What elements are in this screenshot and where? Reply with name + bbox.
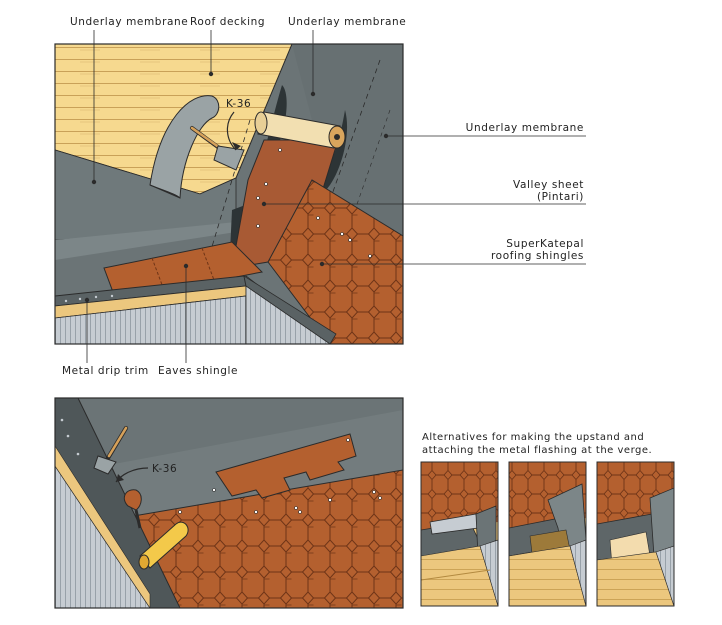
label-underlay-membrane-top: Underlay membrane [288, 16, 407, 28]
label-eaves-shingle: Eaves shingle [158, 365, 239, 377]
label-roof-decking: Roof decking [190, 16, 266, 28]
label-underlay-membrane-left: Underlay membrane [70, 16, 189, 28]
label-superkatepal: SuperKatepal [506, 238, 584, 250]
caption-alternatives-line1: Alternatives for making the upstand and [422, 432, 645, 443]
bottom-roller-tool [138, 521, 189, 570]
caption-alternatives-line2: attaching the metal flashing at the verg… [422, 445, 653, 456]
bottom-roof-illustration [55, 398, 403, 608]
label-valley-sheet: Valley sheet [512, 179, 584, 191]
verge-detail-2 [509, 462, 586, 606]
label-underlay-membrane-right: Underlay membrane [465, 122, 584, 134]
top-leader-lines [84, 30, 586, 363]
label-metal-drip-trim: Metal drip trim [62, 365, 149, 377]
label-k36-top: K-36 [226, 98, 252, 110]
brush-tool [123, 489, 142, 529]
label-k36-bottom: K-36 [152, 463, 178, 475]
label-roofing-shingles: roofing shingles [490, 250, 584, 262]
verge-detail-3 [597, 462, 674, 606]
top-roof-illustration [55, 44, 403, 344]
label-valley-sheet-pintari: (Pintari) [536, 191, 584, 203]
verge-detail-1 [421, 462, 498, 606]
bottom-trowel-tool [93, 425, 129, 475]
roller-tool [254, 111, 346, 149]
